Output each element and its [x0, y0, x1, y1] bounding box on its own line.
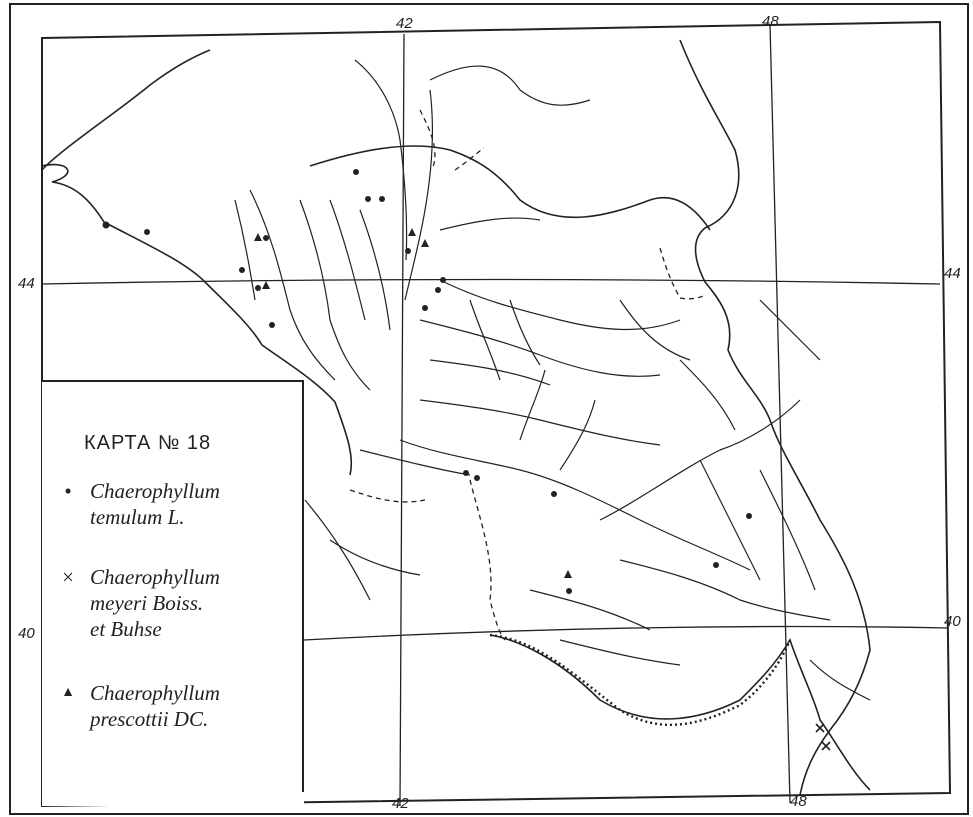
meridian-42 [399, 33, 405, 807]
steppe-border [309, 145, 711, 231]
longitude-label-48-top: 48 [762, 13, 779, 30]
longitude-label-42-top: 42 [396, 15, 413, 32]
dot-icon: • [64, 479, 72, 503]
dot-mark [239, 267, 245, 273]
temulum-dots [102, 169, 752, 594]
caspian-coast [679, 39, 871, 796]
dot-mark [379, 196, 385, 202]
dot-mark [566, 588, 572, 594]
latitude-label-44-right: 44 [944, 265, 961, 282]
southern-frontier [489, 633, 792, 727]
dot-mark [746, 513, 752, 519]
dashed-borders [349, 109, 706, 641]
dot-mark [255, 285, 261, 291]
black-sea-coast [41, 163, 353, 476]
cross-mark [815, 723, 825, 733]
legend-label: et Buhse [90, 617, 162, 641]
triangle-icon: ▲ [61, 685, 75, 700]
meridian-48 [769, 23, 791, 804]
dot-mark [263, 235, 269, 241]
coastline [41, 39, 871, 796]
legend-label: meyeri Boiss. [90, 591, 204, 615]
dot-mark [713, 562, 719, 568]
triangle-mark [564, 570, 572, 578]
dot-mark [551, 491, 557, 497]
map-legend: КАРТА № 18 • Chaerophyllum temulum L. × … [42, 380, 304, 792]
dot-mark [405, 248, 411, 254]
outer-frame [9, 3, 969, 815]
parallel-40 [303, 625, 949, 641]
dot-mark [144, 229, 150, 235]
dot-mark [269, 322, 275, 328]
dot-mark [474, 475, 480, 481]
dot-mark [440, 277, 446, 283]
triangle-mark [421, 239, 429, 247]
dot-mark [422, 305, 428, 311]
southern-border [489, 634, 871, 791]
azov-coast [41, 49, 211, 171]
dot-mark [353, 169, 359, 175]
longitude-label-48-bottom: 48 [790, 793, 807, 810]
cross-icon: × [62, 565, 74, 589]
cross-mark [821, 741, 831, 751]
dot-mark [435, 287, 441, 293]
graticule [41, 23, 949, 807]
parallel-44 [41, 278, 941, 285]
dot-mark [365, 196, 371, 202]
triangle-mark [408, 228, 416, 236]
map-title: КАРТА № 18 [84, 432, 212, 454]
latitude-label-44-left: 44 [18, 275, 35, 292]
latitude-label-40-left: 40 [18, 625, 35, 642]
triangle-mark [262, 281, 270, 289]
legend-label: Chaerophyllum [90, 479, 220, 503]
dot-mark [463, 470, 469, 476]
longitude-label-42-bottom: 42 [392, 795, 409, 812]
triangle-mark [254, 233, 262, 241]
legend-label: prescottii DC. [90, 707, 209, 731]
latitude-label-40-right: 40 [944, 613, 961, 630]
legend-label: Chaerophyllum [90, 565, 220, 589]
meyeri-crosses [815, 723, 831, 751]
legend-label: Chaerophyllum [90, 681, 220, 705]
rivers [234, 59, 871, 701]
legend-label: temulum L. [90, 505, 185, 529]
dot-mark [102, 221, 110, 229]
prescottii-triangles [254, 228, 572, 578]
